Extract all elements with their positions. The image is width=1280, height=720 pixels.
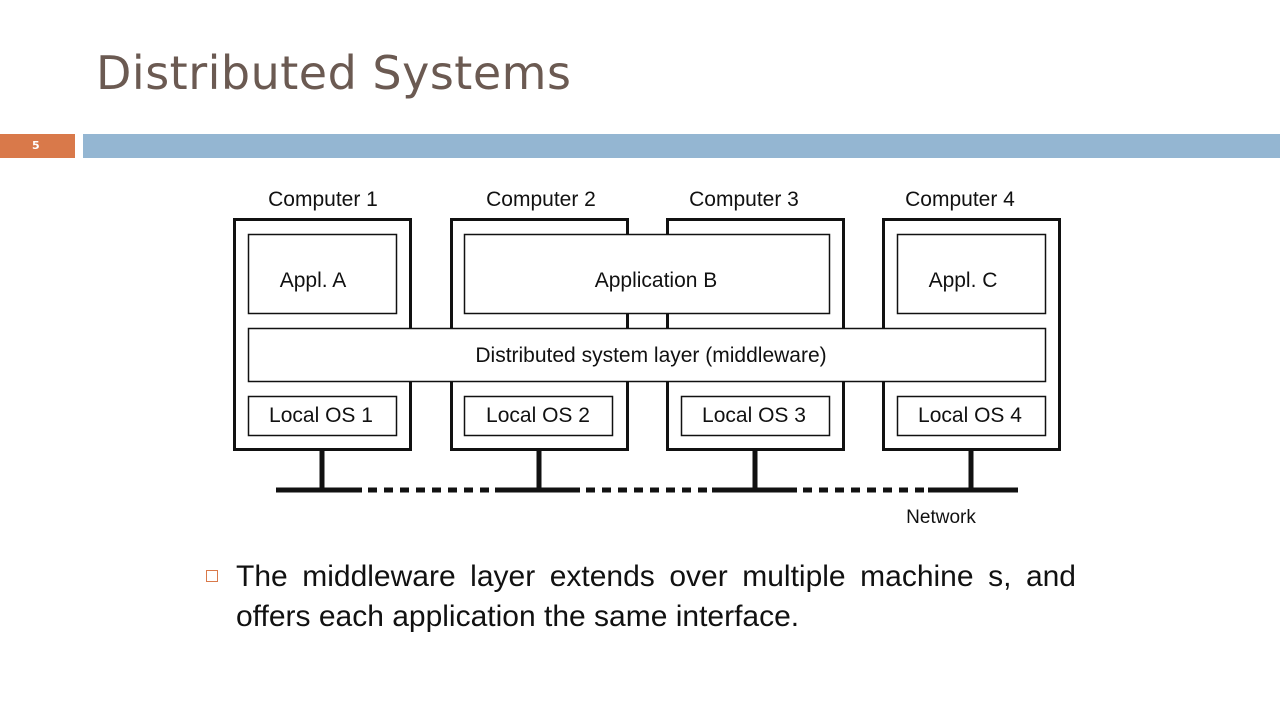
- bullet-text: The middleware layer extends over multip…: [236, 560, 1076, 633]
- application-box-a: [247, 233, 398, 315]
- local-os-box-1: [247, 395, 398, 437]
- middleware-layer-box: [247, 327, 1047, 383]
- slide-number: 5: [0, 134, 75, 158]
- computer-label-2: Computer 2: [486, 188, 596, 211]
- computer-label-3: Computer 3: [689, 188, 799, 211]
- application-box-b: [463, 233, 831, 315]
- application-label-c: Appl. C: [929, 269, 998, 292]
- computer-label-4: Computer 4: [905, 188, 1015, 211]
- local-os-label-4: Local OS 4: [918, 404, 1022, 427]
- network-label: Network: [906, 507, 976, 528]
- local-os-label-3: Local OS 3: [702, 404, 806, 427]
- title-divider-bar: [83, 134, 1280, 158]
- computer-label-1: Computer 1: [268, 188, 378, 211]
- page-title: Distributed Systems: [96, 46, 572, 100]
- application-label-b: Application B: [595, 269, 718, 292]
- local-os-box-2: [463, 395, 614, 437]
- square-bullet-icon: [206, 570, 218, 582]
- application-box-c: [896, 233, 1047, 315]
- local-os-box-3: [680, 395, 831, 437]
- middleware-label: Distributed system layer (middleware): [475, 344, 826, 367]
- local-os-label-1: Local OS 1: [269, 404, 373, 427]
- local-os-box-4: [896, 395, 1047, 437]
- application-label-a: Appl. A: [280, 269, 347, 292]
- local-os-label-2: Local OS 2: [486, 404, 590, 427]
- bullet-point: The middleware layer extends over multip…: [206, 557, 1086, 637]
